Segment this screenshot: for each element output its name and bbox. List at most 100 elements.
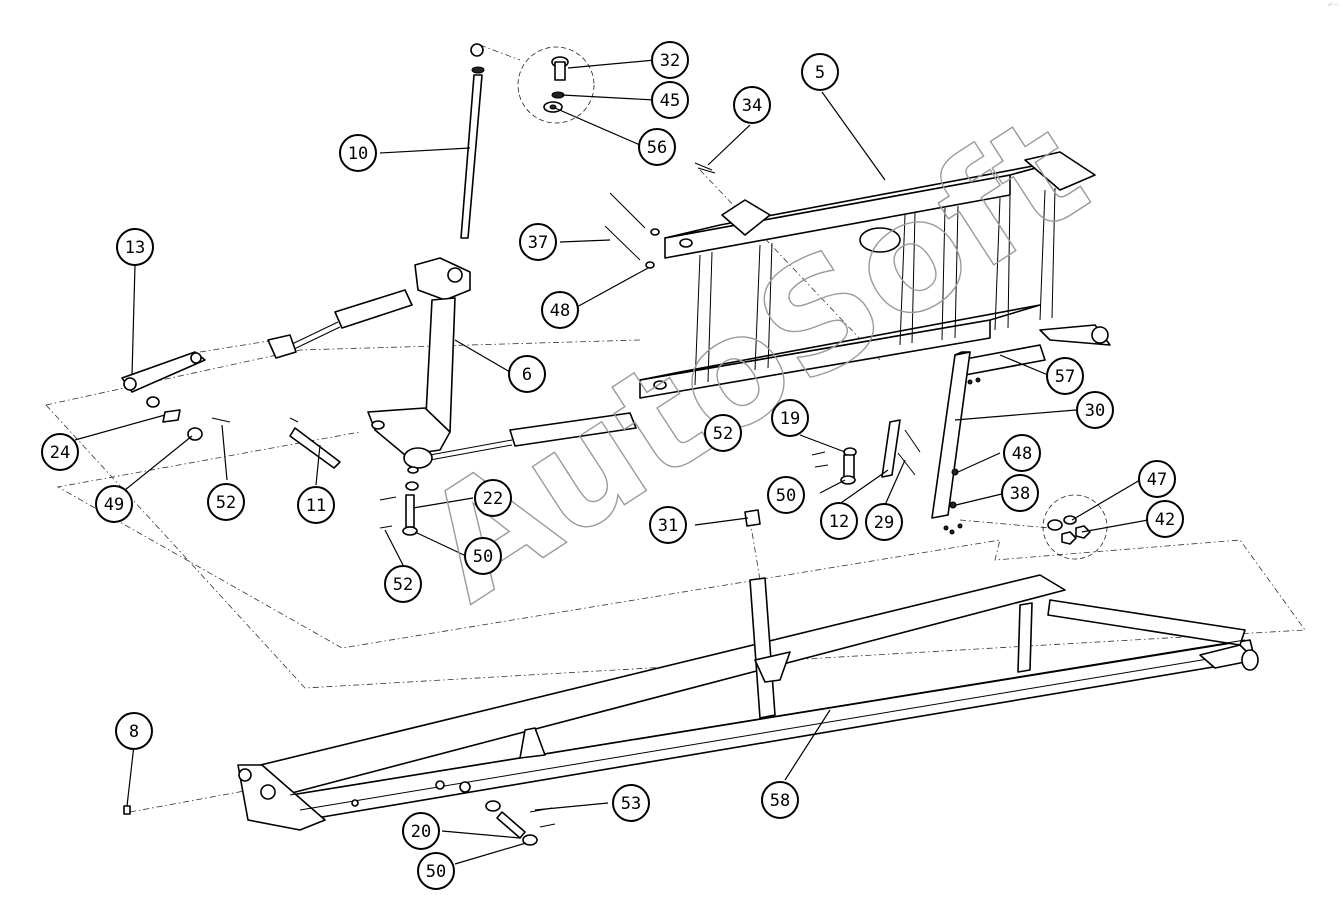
callout-label: 57 bbox=[1055, 367, 1075, 387]
callout-label: 19 bbox=[780, 409, 800, 429]
callout-label: 10 bbox=[348, 144, 368, 164]
callout-circle bbox=[464, 537, 502, 575]
corner-mark: ☍ ▭ bbox=[1327, 2, 1339, 8]
callout-circle bbox=[1003, 434, 1041, 472]
callout-57: 57 bbox=[1046, 357, 1084, 395]
callout-circle bbox=[339, 134, 377, 172]
callout-circle bbox=[41, 433, 79, 471]
callout-circle bbox=[417, 852, 455, 890]
callout-12: 12 bbox=[820, 502, 858, 540]
callout-label: 24 bbox=[50, 443, 70, 463]
callout-circle bbox=[519, 223, 557, 261]
callout-circle bbox=[651, 81, 689, 119]
callout-circle bbox=[820, 502, 858, 540]
callout-52a: 52 bbox=[704, 414, 742, 452]
callout-50a: 50 bbox=[464, 537, 502, 575]
callout-circle bbox=[207, 483, 245, 521]
upper-cylinder bbox=[267, 289, 413, 359]
callout-8: 8 bbox=[115, 712, 153, 750]
callout-circle bbox=[704, 414, 742, 452]
part-58-boom bbox=[237, 574, 1259, 831]
callout-label: 56 bbox=[647, 138, 667, 158]
callout-47: 47 bbox=[1138, 460, 1176, 498]
callout-circle bbox=[297, 486, 335, 524]
callout-58: 58 bbox=[761, 781, 799, 819]
callout-circle bbox=[1146, 500, 1184, 538]
callout-label: 29 bbox=[874, 513, 894, 533]
callout-label: 38 bbox=[1010, 484, 1030, 504]
callout-circle bbox=[541, 291, 579, 329]
callout-48b: 48 bbox=[1003, 434, 1041, 472]
callout-label: 47 bbox=[1147, 470, 1167, 490]
callout-circle bbox=[474, 479, 512, 517]
callout-45: 45 bbox=[651, 81, 689, 119]
callout-label: 32 bbox=[660, 51, 680, 71]
callout-label: 52 bbox=[216, 493, 236, 513]
callout-label: 53 bbox=[621, 794, 641, 814]
callout-label: 48 bbox=[550, 301, 570, 321]
callout-24: 24 bbox=[41, 433, 79, 471]
callout-10: 10 bbox=[339, 134, 377, 172]
callout-53: 53 bbox=[612, 784, 650, 822]
callout-37: 37 bbox=[519, 223, 557, 261]
callout-label: 45 bbox=[660, 91, 680, 111]
callout-label: 34 bbox=[742, 96, 762, 116]
part-30-post bbox=[931, 351, 981, 519]
callout-56: 56 bbox=[638, 128, 676, 166]
callout-label: 13 bbox=[125, 238, 145, 258]
callout-label: 8 bbox=[129, 722, 139, 742]
callout-38: 38 bbox=[1001, 474, 1039, 512]
callout-48a: 48 bbox=[541, 291, 579, 329]
callout-circle bbox=[767, 476, 805, 514]
callout-label: 6 bbox=[522, 365, 532, 385]
callout-circle bbox=[1138, 460, 1176, 498]
callout-circle bbox=[612, 784, 650, 822]
callout-circle bbox=[384, 565, 422, 603]
callout-circle bbox=[508, 355, 546, 393]
callout-circle bbox=[402, 812, 440, 850]
callout-6: 6 bbox=[508, 355, 546, 393]
callout-label: 50 bbox=[776, 486, 796, 506]
part-10-rod bbox=[460, 43, 485, 239]
callout-circle bbox=[761, 781, 799, 819]
callout-31: 31 bbox=[649, 506, 687, 544]
callout-34: 34 bbox=[733, 86, 771, 124]
callout-50b: 50 bbox=[767, 476, 805, 514]
lower-cylinder bbox=[403, 412, 637, 469]
callout-52b: 52 bbox=[207, 483, 245, 521]
callout-label: 48 bbox=[1012, 444, 1032, 464]
callout-circle bbox=[865, 503, 903, 541]
callout-label: 5 bbox=[815, 63, 825, 83]
part-13-link-plate bbox=[121, 351, 206, 393]
callout-label: 12 bbox=[829, 512, 849, 532]
callout-label: 30 bbox=[1085, 401, 1105, 421]
callout-32: 32 bbox=[651, 41, 689, 79]
callout-label: 50 bbox=[473, 547, 493, 567]
callout-label: 52 bbox=[713, 424, 733, 444]
callout-label: 42 bbox=[1155, 510, 1175, 530]
part-31-block bbox=[744, 509, 761, 527]
part-5-frame bbox=[639, 151, 1096, 399]
part-57-cylinder bbox=[959, 324, 1111, 376]
small-hardware bbox=[146, 396, 963, 536]
callout-circle bbox=[1076, 391, 1114, 429]
bolts-37-34 bbox=[604, 162, 716, 269]
callout-circle bbox=[801, 53, 839, 91]
hardware-nut-washer bbox=[1047, 515, 1091, 545]
callout-circle bbox=[771, 399, 809, 437]
callout-50c: 50 bbox=[417, 852, 455, 890]
leader-lines bbox=[74, 59, 1149, 865]
callout-label: 50 bbox=[426, 862, 446, 882]
callout-circle bbox=[649, 506, 687, 544]
part-8-pin bbox=[123, 805, 131, 815]
hardware-bolt-washers bbox=[543, 56, 569, 113]
callout-circle bbox=[115, 712, 153, 750]
callout-label: 37 bbox=[528, 233, 548, 253]
callout-49: 49 bbox=[95, 485, 133, 523]
callout-label: 20 bbox=[411, 822, 431, 842]
callout-label: 11 bbox=[306, 496, 326, 516]
callout-label: 58 bbox=[770, 791, 790, 811]
callout-label: 31 bbox=[658, 516, 678, 536]
